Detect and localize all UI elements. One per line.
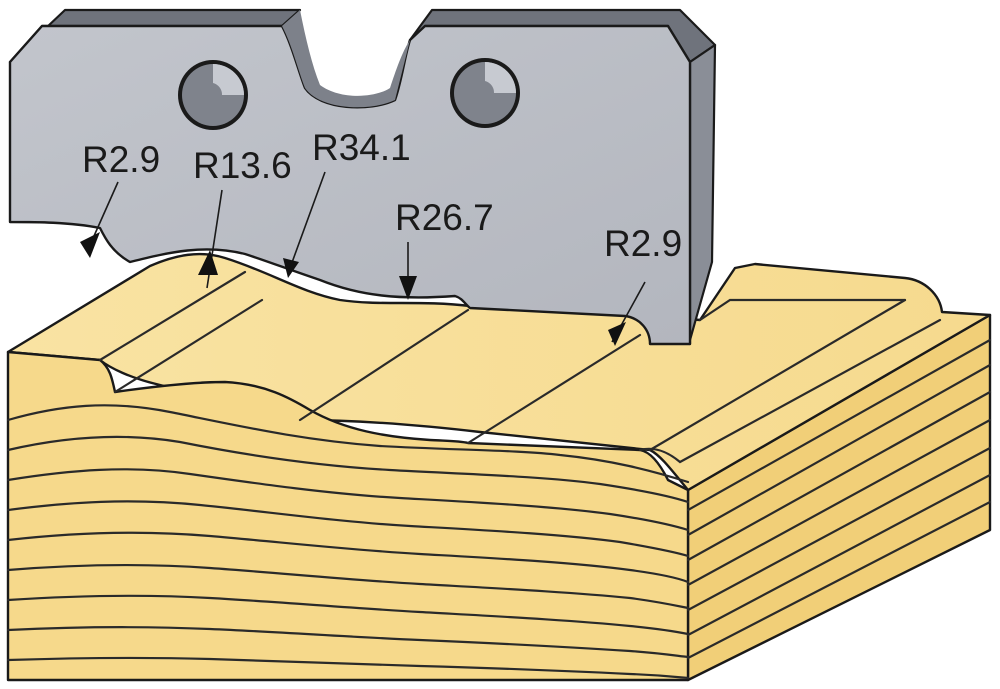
label-r34-1: R34.1 — [312, 127, 411, 168]
top-groove-line-7 — [698, 298, 907, 322]
label-r2-9-right: R2.9 — [604, 223, 682, 264]
wood-front-face — [6, 350, 690, 682]
arrow-r2-9-left — [80, 232, 100, 258]
mounting-hole-left — [178, 60, 248, 130]
leader-r2-9-left — [89, 181, 119, 246]
arrow-r13-6 — [198, 250, 218, 275]
dimension-leaders — [80, 171, 646, 346]
wood-board — [6, 252, 992, 682]
top-groove-line-6 — [648, 298, 907, 452]
knife-notch-shadow — [282, 10, 410, 108]
label-r13-6: R13.6 — [193, 145, 292, 186]
dimension-labels: R2.9 R13.6 R34.1 R26.7 R2.9 — [82, 127, 682, 264]
top-groove-line-1 — [98, 270, 247, 362]
cutter-knife — [8, 8, 717, 346]
top-groove-line-2 — [113, 298, 264, 394]
arrow-r2-9-right — [608, 322, 626, 346]
top-groove-line-4 — [466, 333, 642, 445]
top-groove-line-5 — [638, 318, 942, 464]
arrow-r26-7 — [399, 276, 417, 300]
label-r2-9-left: R2.9 — [82, 139, 160, 180]
label-r26-7: R26.7 — [395, 197, 494, 238]
arrow-r34-1 — [283, 258, 299, 278]
top-groove-line-3 — [298, 308, 470, 422]
side-grain-lines — [686, 338, 992, 660]
front-grain-lines — [6, 404, 690, 680]
knife-side — [688, 43, 717, 346]
leader-r34-1 — [289, 171, 326, 269]
mounting-hole-right — [450, 58, 520, 128]
